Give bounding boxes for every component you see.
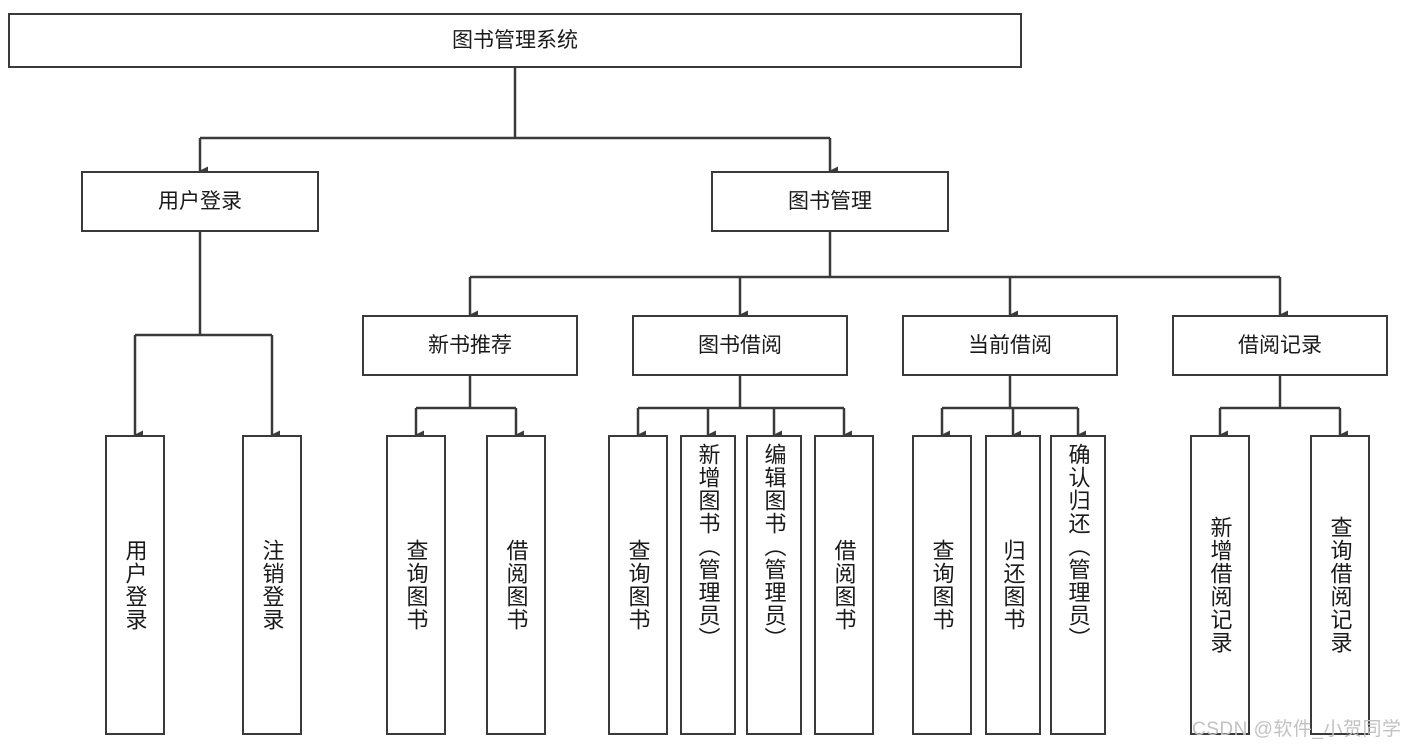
node-leaf-borrow-book-1: 借阅图书 [486,435,546,735]
node-label: 归还图书 [1000,539,1026,631]
node-leaf-logout: 注销登录 [242,435,302,735]
node-new-book-rec: 新书推荐 [362,315,578,376]
node-label: 借阅记录 [1238,333,1322,357]
node-leaf-borrow-book-2: 借阅图书 [814,435,874,735]
node-borrow-record: 借阅记录 [1172,315,1388,376]
node-label: 图书管理系统 [452,28,578,52]
node-label: 图书借阅 [698,333,782,357]
node-label: 借阅图书 [503,539,529,631]
node-leaf-add-book: 新增图书（管理员） [680,435,736,735]
node-label: 确认归还（管理员） [1065,443,1091,650]
node-label: 查询图书 [929,539,955,631]
node-leaf-edit-book: 编辑图书（管理员） [746,435,802,735]
node-label: 新书推荐 [428,333,512,357]
node-label: 用户登录 [122,539,148,631]
node-user-login: 用户登录 [81,171,319,232]
node-leaf-add-record: 新增借阅记录 [1190,435,1250,735]
node-root: 图书管理系统 [8,13,1022,68]
node-leaf-query-book-2: 查询图书 [608,435,668,735]
node-leaf-query-book-3: 查询图书 [912,435,972,735]
node-label: 新增借阅记录 [1207,516,1233,654]
node-book-borrow: 图书借阅 [632,315,848,376]
connector-lines [133,68,1348,440]
node-label: 查询图书 [403,539,429,631]
node-label: 图书管理 [788,189,872,213]
node-leaf-query-book-1: 查询图书 [386,435,446,735]
node-leaf-return-book: 归还图书 [985,435,1041,735]
node-label: 注销登录 [259,539,285,631]
node-label: 新增图书（管理员） [695,443,721,650]
node-leaf-confirm-return: 确认归还（管理员） [1050,435,1106,735]
node-label: 查询借阅记录 [1327,516,1353,654]
node-label: 当前借阅 [968,333,1052,357]
node-leaf-query-record: 查询借阅记录 [1310,435,1370,735]
node-label: 编辑图书（管理员） [761,443,787,650]
node-current-borrow: 当前借阅 [902,315,1118,376]
node-leaf-user-login: 用户登录 [105,435,165,735]
node-book-manage: 图书管理 [711,171,949,232]
node-label: 查询图书 [625,539,651,631]
node-label: 用户登录 [158,189,242,213]
node-label: 借阅图书 [831,539,857,631]
